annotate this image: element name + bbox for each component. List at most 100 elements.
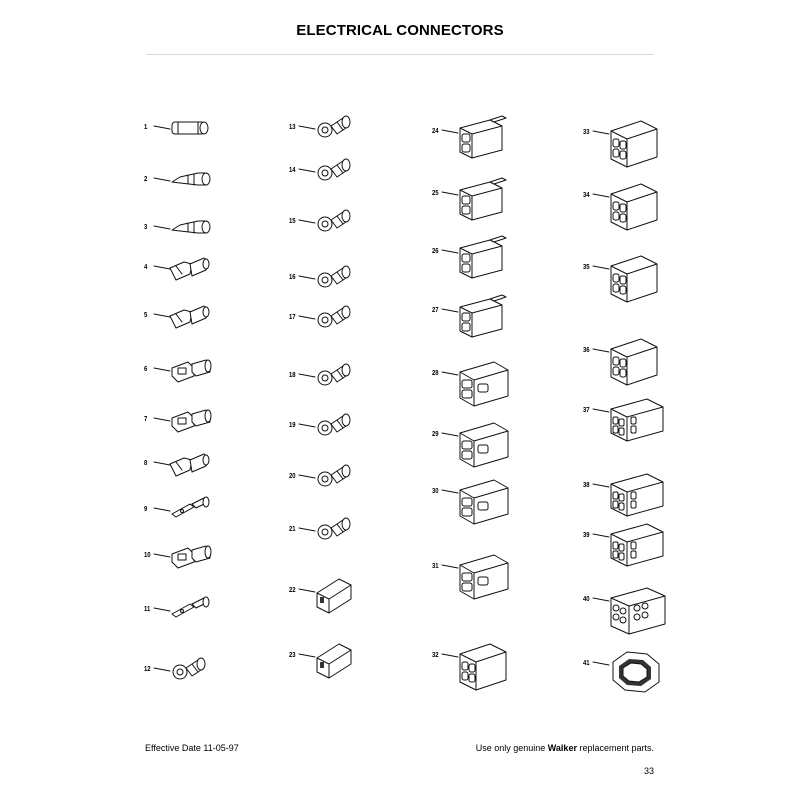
part-number: 24 xyxy=(432,128,439,135)
male-spade-terminal-icon xyxy=(153,496,210,518)
part-number: 19 xyxy=(289,422,296,429)
effective-date: Effective Date 11-05-97 xyxy=(145,743,239,753)
insulated-female-terminal-icon xyxy=(153,359,212,383)
part-item: 30 xyxy=(432,476,612,525)
part-number: 31 xyxy=(432,563,439,570)
part-item: 12 xyxy=(144,654,324,694)
part-item: 33 xyxy=(583,117,763,168)
ring-terminal-icon xyxy=(298,305,351,328)
part-number: 15 xyxy=(289,218,296,225)
part-item: 22 xyxy=(289,575,469,615)
part-number: 35 xyxy=(583,264,590,271)
part-number: 9 xyxy=(144,506,148,513)
ring-terminal-icon xyxy=(153,657,206,680)
ring-terminal-icon xyxy=(298,464,351,487)
part-number: 2 xyxy=(144,176,148,183)
female-spade-terminal-icon xyxy=(153,453,210,477)
footer-notice-brand: Walker xyxy=(547,743,577,753)
part-number: 10 xyxy=(144,552,151,559)
four-way-connector-icon xyxy=(592,338,658,386)
page-title: ELECTRICAL CONNECTORS xyxy=(296,22,504,39)
part-item: 9 xyxy=(144,494,324,534)
part-item: 11 xyxy=(144,594,324,634)
part-number: 1 xyxy=(144,124,148,131)
ring-terminal-icon xyxy=(298,413,351,436)
part-item: 16 xyxy=(289,262,469,302)
three-way-connector-icon xyxy=(441,554,509,600)
multi-way-connector-icon xyxy=(592,651,660,693)
footer-notice-suffix: replacement parts. xyxy=(576,743,654,753)
part-number: 37 xyxy=(583,407,590,414)
part-item: 32 xyxy=(432,640,612,691)
two-way-connector-icon xyxy=(441,294,507,338)
part-item: 13 xyxy=(289,112,469,152)
six-way-connector-icon xyxy=(592,473,664,517)
part-item: 2 xyxy=(144,164,324,204)
part-number: 25 xyxy=(432,190,439,197)
part-item: 20 xyxy=(289,461,469,501)
part-item: 41 xyxy=(583,648,763,693)
part-number: 7 xyxy=(144,416,148,423)
part-number: 29 xyxy=(432,431,439,438)
part-item: 38 xyxy=(583,470,763,517)
part-item: 34 xyxy=(583,180,763,231)
part-number: 16 xyxy=(289,274,296,281)
part-number: 30 xyxy=(432,488,439,495)
part-number: 4 xyxy=(144,264,148,271)
fuse-icon xyxy=(153,121,209,135)
part-number: 13 xyxy=(289,124,296,131)
part-number: 32 xyxy=(432,652,439,659)
male-spade-terminal-icon xyxy=(153,596,210,618)
ring-terminal-icon xyxy=(298,265,351,288)
six-way-connector-icon xyxy=(592,523,664,567)
part-item: 26 xyxy=(432,235,612,279)
ring-terminal-icon xyxy=(298,115,351,138)
insulated-female-terminal-icon xyxy=(153,409,212,433)
female-spade-terminal-icon xyxy=(153,257,210,281)
part-item: 36 xyxy=(583,335,763,386)
insulated-female-terminal-icon xyxy=(153,545,212,569)
ring-terminal-icon xyxy=(298,209,351,232)
part-item: 19 xyxy=(289,410,469,450)
three-way-connector-icon xyxy=(441,479,509,525)
part-number: 21 xyxy=(289,526,296,533)
ring-terminal-icon xyxy=(298,363,351,386)
part-item: 23 xyxy=(289,640,469,680)
part-item: 4 xyxy=(144,252,324,292)
part-number: 22 xyxy=(289,587,296,594)
single-connector-housing-icon xyxy=(298,578,352,614)
part-item: 15 xyxy=(289,206,469,246)
eight-way-connector-icon xyxy=(592,587,666,635)
part-item: 3 xyxy=(144,212,324,252)
footer-notice-prefix: Use only genuine xyxy=(475,743,548,753)
part-number: 17 xyxy=(289,314,296,321)
part-number: 6 xyxy=(144,366,148,373)
ring-terminal-icon xyxy=(298,517,351,540)
bullet-terminal-icon xyxy=(153,172,211,186)
part-item: 29 xyxy=(432,419,612,468)
part-item: 8 xyxy=(144,448,324,488)
part-number: 33 xyxy=(583,129,590,136)
three-way-connector-icon xyxy=(441,361,509,407)
six-way-connector-icon xyxy=(592,398,664,442)
three-way-connector-icon xyxy=(441,422,509,468)
part-number: 11 xyxy=(144,606,151,613)
part-number: 27 xyxy=(432,307,439,314)
part-number: 34 xyxy=(583,192,590,199)
part-item: 24 xyxy=(432,115,612,159)
part-item: 37 xyxy=(583,395,763,442)
part-item: 31 xyxy=(432,551,612,600)
part-item: 27 xyxy=(432,294,612,338)
part-number: 39 xyxy=(583,532,590,539)
part-item: 39 xyxy=(583,520,763,567)
part-item: 25 xyxy=(432,177,612,221)
part-number: 5 xyxy=(144,312,148,319)
part-item: 17 xyxy=(289,302,469,342)
two-way-connector-icon xyxy=(441,115,507,159)
part-item: 1 xyxy=(144,112,324,152)
part-number: 14 xyxy=(289,167,296,174)
part-number: 8 xyxy=(144,460,148,467)
part-number: 40 xyxy=(583,596,590,603)
part-item: 40 xyxy=(583,584,763,635)
part-number: 3 xyxy=(144,224,148,231)
